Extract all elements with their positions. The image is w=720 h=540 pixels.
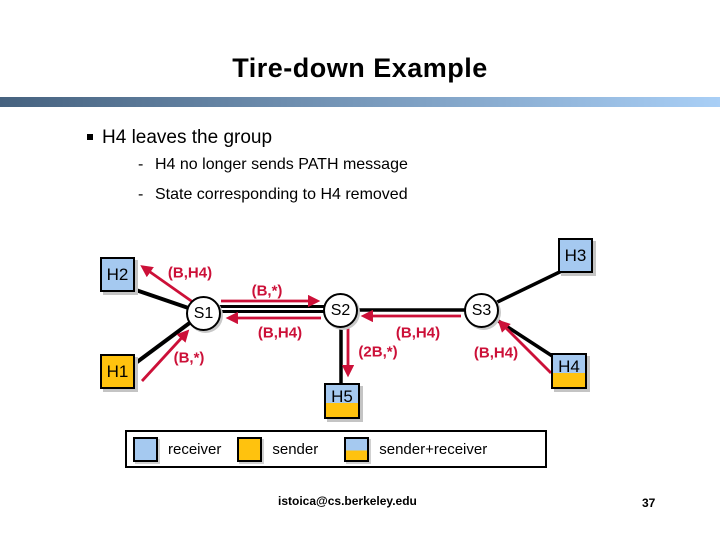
host-h1-node: H1 [100,354,135,389]
edge-label-h4-s3: (B,H4) [473,344,519,362]
edge-label-s3-s2: (B,H4) [395,324,441,342]
legend-swatch-receiver [133,436,158,462]
slide-title: Tire-down Example [232,53,488,83]
host-h5-node: H5 [324,383,360,419]
footer-email: istoica@cs.berkeley.edu [278,494,417,508]
legend-swatch-sender-receiver [344,436,370,462]
msg-s1-to-h2 [140,265,198,307]
page-number: 37 [642,496,656,510]
sub-bullet-2-text: State corresponding to H4 removed [155,186,408,203]
router-s3-node: S3 [464,293,499,328]
router-s3-label: S3 [471,301,492,319]
legend-label-receiver: receiver [168,440,222,458]
host-h5-label: H5 [331,387,353,406]
red-path-messages [140,265,552,382]
msg-h4-to-s3 [497,319,552,374]
black-links [129,265,571,393]
msg-h1-to-s1 [140,329,190,382]
host-h4-label: H4 [558,357,580,376]
router-s2-node: S2 [323,293,358,328]
host-h3-node: H3 [558,238,593,273]
edge-label-s2-s1-down: (B,H4) [257,324,303,342]
edge-label-s2-h5: (2B,*) [358,343,398,361]
legend-swatch-sender [237,436,263,462]
edge-label-s1-s2-up: (B,*) [251,282,283,300]
host-h1-label: H1 [106,361,129,381]
host-h2-node: H2 [100,257,135,292]
sub-bullet-1-text: H4 no longer sends PATH message [155,156,408,173]
bullet-square-icon [87,134,93,140]
sub-bullet-2: -State corresponding to H4 removed [138,186,408,204]
router-s1-label: S1 [193,304,214,322]
title-underline-bar [0,97,720,107]
legend-label-sender-receiver: sender+receiver [379,440,488,458]
link-s3-h3 [482,265,571,311]
host-h3-label: H3 [564,245,587,265]
host-h2-label: H2 [106,264,129,284]
router-s1-node: S1 [186,296,221,331]
edge-label-s1-h2: (B,H4) [167,264,213,282]
dash-bullet-icon: - [138,186,144,203]
sub-bullet-1: -H4 no longer sends PATH message [138,156,408,174]
host-h4-node: H4 [551,353,587,389]
bullet-main-text: H4 leaves the group [102,127,273,148]
legend-box: receiver sender sender+receiver [125,430,547,468]
legend-label-sender: sender [272,440,319,458]
edge-label-h1-s1: (B,*) [173,349,205,367]
router-s2-label: S2 [330,301,351,319]
dash-bullet-icon: - [138,156,144,173]
